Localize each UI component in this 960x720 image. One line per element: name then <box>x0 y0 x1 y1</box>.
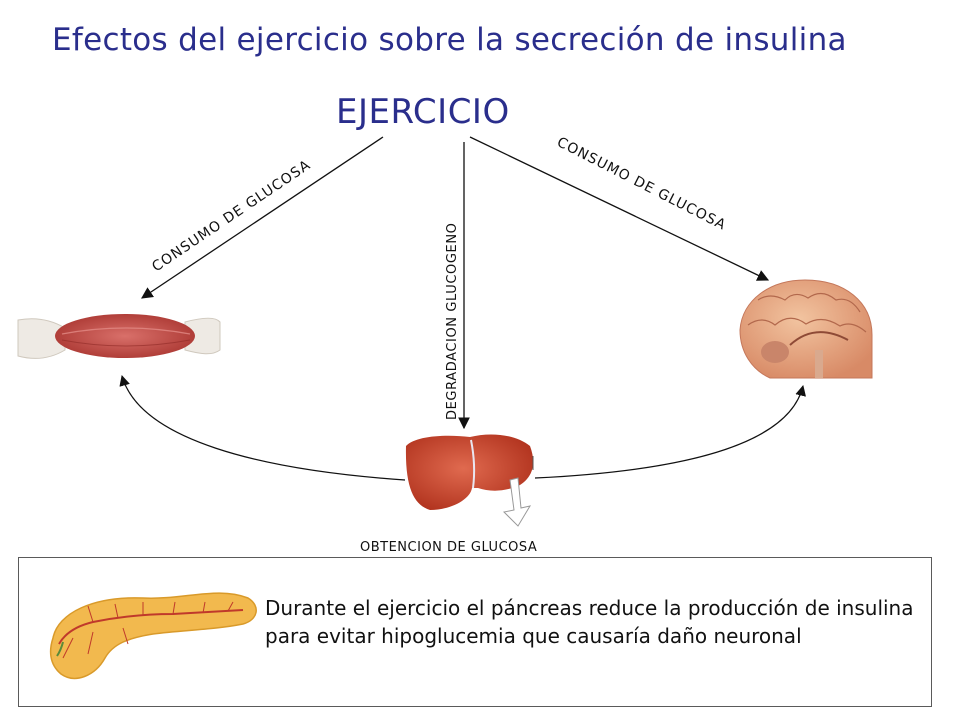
vertical-arrow-label: DEGRADACION GLUCOGENO <box>445 223 460 420</box>
left-arrow-label: CONSUMO DE GLUCOSA <box>149 157 314 275</box>
liver-image <box>405 434 534 527</box>
glucose-production-label: OBTENCION DE GLUCOSA <box>360 540 538 555</box>
arrow-liver-to-brain <box>534 384 806 479</box>
page-title: Efectos del ejercicio sobre la secreción… <box>52 22 847 58</box>
info-text: Durante el ejercicio el páncreas reduce … <box>265 596 914 648</box>
muscle-image <box>17 314 221 359</box>
brain-image <box>739 279 873 379</box>
pancreas-image <box>49 592 257 679</box>
arrow-to-brain <box>469 136 770 281</box>
arrow-to-muscle <box>141 136 384 299</box>
arrow-liver-to-muscle <box>119 374 406 481</box>
info-box: Durante el ejercicio el páncreas reduce … <box>18 557 932 707</box>
exercise-label: EJERCICIO <box>336 92 510 132</box>
